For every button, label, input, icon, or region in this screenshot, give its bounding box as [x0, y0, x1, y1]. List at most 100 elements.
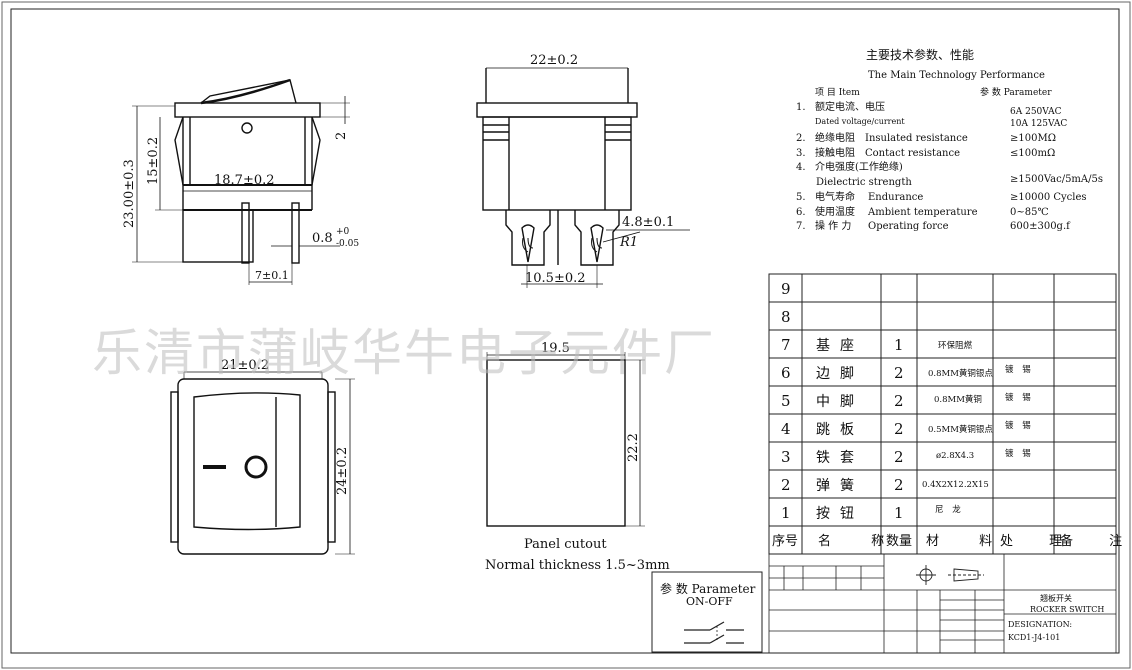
bom-mat-6: 0.8MM黄铜银点 [928, 368, 993, 379]
bom-qty-1: 1 [894, 504, 904, 522]
cutout-width-dim: 19.5 [541, 341, 570, 356]
side-height-dim: 23.00±0.3 [122, 159, 137, 228]
bom-mat-5: 0.8MM黄铜 [934, 394, 982, 405]
front-tab-dim: 4.8±0.1 [622, 215, 674, 230]
bom-qty-2: 2 [894, 476, 904, 494]
bom-name-4: 跳板 [816, 422, 864, 438]
top-view [170, 371, 355, 555]
spec-cn-1b: Dated voltage/current [815, 117, 905, 126]
bom-header-note: 备 注 [1060, 533, 1132, 549]
front-radius-dim: R1 [619, 235, 638, 250]
designation-label: DESIGNATION: [1008, 620, 1072, 629]
bom-proc-3: 镀 锡 [1005, 448, 1034, 459]
bom-no-8: 8 [781, 308, 791, 326]
bom-qty-5: 2 [894, 392, 904, 410]
bom-name-6: 边脚 [816, 366, 864, 382]
bom-rows: 9 8 7 基座 1 环保阻燃 6 边脚 2 0.8MM黄铜银点 镀 锡 5 中… [772, 280, 1132, 549]
spec-cn-4b: Dielectric strength [816, 177, 912, 188]
bom-no-5: 5 [781, 392, 791, 410]
bom-proc-6: 镀 锡 [1005, 364, 1034, 375]
cutout-height-dim: 22.2 [626, 433, 641, 462]
spec-section: 主要技术参数、性能 The Main Technology Performanc… [796, 47, 1103, 232]
bom-mat-2: 0.4X2X12.2X15 [922, 480, 989, 490]
side-view [132, 78, 350, 285]
top-height-dim: 24±0.2 [335, 447, 350, 495]
connector-symbol-icon [916, 565, 984, 585]
spec-val-3: ≤100mΩ [1010, 148, 1055, 159]
bom-no-9: 9 [781, 280, 791, 298]
bom-no-6: 6 [781, 364, 791, 382]
spec-no-2: 2. [796, 133, 806, 144]
param-box-mode: ON-OFF [686, 595, 733, 608]
spec-val-5: ≥10000 Cycles [1010, 192, 1087, 203]
spec-col-item: 项 目 Item [815, 87, 860, 98]
cutout-label: Panel cutout [524, 537, 607, 552]
spec-en-5: Endurance [868, 192, 923, 203]
spec-col-param: 参 数 Parameter [980, 86, 1052, 98]
spec-val-6: 0~85℃ [1010, 207, 1049, 218]
param-box [651, 571, 763, 653]
title-name-en: ROCKER SWITCH [1030, 605, 1104, 614]
spec-no-5: 5. [796, 192, 806, 203]
bom-mat-3: ø2.8X4.3 [936, 451, 974, 461]
bom-no-1: 1 [781, 504, 791, 522]
side-pin-tol-dn: -0.05 [336, 239, 359, 249]
spec-en-3: Contact resistance [865, 148, 960, 159]
front-width-dim: 22±0.2 [530, 53, 578, 68]
spec-title-cn: 主要技术参数、性能 [866, 47, 974, 62]
side-body-height-dim: 15±0.2 [146, 137, 161, 185]
spec-cn-7: 操 作 力 [815, 219, 851, 232]
bom-proc-4: 镀 锡 [1005, 420, 1034, 431]
bom-no-4: 4 [781, 420, 791, 438]
bom-proc-5: 镀 锡 [1005, 392, 1034, 403]
spec-no-1: 1. [796, 102, 806, 113]
side-flange-dim: 2 [334, 132, 349, 140]
spec-no-6: 6. [796, 207, 806, 218]
spec-val-1b: 10A 125VAC [1010, 119, 1067, 129]
spec-title-en: The Main Technology Performance [868, 70, 1045, 81]
spec-en-7: Operating force [868, 221, 949, 232]
spec-no-3: 3. [796, 148, 806, 159]
panel-cutout [486, 352, 645, 527]
bom-name-2: 弹簧 [816, 478, 864, 494]
side-pin-dim: 0.8 [312, 231, 333, 246]
top-width-dim: 21±0.2 [221, 358, 269, 373]
side-pitch-dim: 7±0.1 [255, 269, 289, 282]
spec-en-2: Insulated resistance [865, 133, 968, 144]
bom-name-7: 基座 [816, 337, 864, 354]
bom-mat-1: 尼 龙 [935, 504, 964, 515]
bom-name-3: 铁套 [816, 450, 864, 466]
bom-no-2: 2 [781, 476, 791, 494]
front-view [476, 67, 690, 288]
spec-no-7: 7. [796, 221, 806, 232]
spec-cn-1: 额定电流、电压 [815, 100, 885, 113]
title-name-cn: 翘板开关 [1040, 593, 1072, 603]
watermark: 乐清市蒲岐华牛电子元件厂 [92, 324, 716, 382]
spec-val-1: 6A 250VAC [1010, 107, 1062, 117]
spec-no-4: 4. [796, 162, 806, 173]
bom-qty-4: 2 [894, 420, 904, 438]
bom-qty-3: 2 [894, 448, 904, 466]
bom-qty-6: 2 [894, 364, 904, 382]
spec-en-6: Ambient temperature [867, 207, 978, 218]
spec-val-2: ≥100MΩ [1010, 133, 1056, 144]
bom-mat-7: 环保阻燃 [938, 340, 973, 351]
spec-cn-5: 电气寿命 [815, 190, 855, 203]
spec-cn-4: 介电强度(工作绝缘) [815, 160, 903, 173]
spec-cn-2: 绝缘电阻 [815, 131, 855, 144]
bom-header-proc: 处 理 [1000, 534, 1078, 549]
off-symbol-icon [244, 455, 268, 479]
front-spacing-dim: 10.5±0.2 [525, 271, 586, 286]
bom-header-no: 序号 [772, 534, 798, 549]
bom-mat-4: 0.5MM黄铜银点 [928, 424, 993, 435]
spec-val-7: 600±300g.f [1010, 221, 1071, 232]
side-pin-tol-up: +0 [336, 227, 350, 237]
title-block [768, 553, 1117, 654]
designation-value: KCD1-J4-101 [1008, 633, 1060, 642]
bom-name-5: 中脚 [816, 394, 864, 410]
bom-table [768, 273, 1117, 555]
bom-header-qty: 数量 [886, 534, 912, 549]
side-width-dim: 18.7±0.2 [214, 173, 275, 188]
bom-qty-7: 1 [894, 336, 904, 354]
